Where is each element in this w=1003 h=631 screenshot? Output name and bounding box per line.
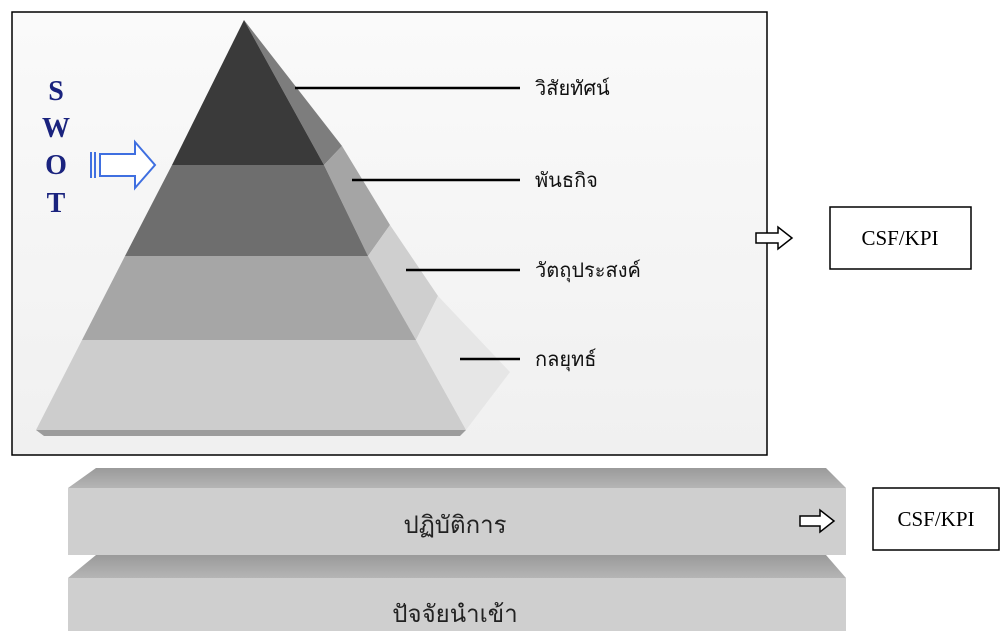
operations-bar-front — [68, 488, 846, 555]
swot-letter-t: T — [47, 188, 66, 219]
inputs-bar: ปัจจัยนำเข้า — [68, 555, 846, 631]
pyramid-level-vision-side — [244, 20, 342, 165]
csf-top-arrow-icon — [755, 225, 794, 251]
operations-bar-top — [68, 468, 846, 488]
pyramid-level-objectives-front — [82, 256, 416, 340]
csf-top-box — [829, 206, 972, 270]
label-mission: พันธกิจ — [535, 168, 598, 192]
csf-top-group: CSF/KPI — [755, 206, 972, 270]
pyramid-base-shadow — [36, 430, 466, 436]
pyramid-level-strategy-front — [36, 340, 466, 430]
swot-letter-o: O — [45, 150, 67, 181]
operations-bar: ปฏิบัติการ — [68, 468, 846, 555]
pyramid-level-mission-front — [125, 165, 368, 256]
inputs-bar-top — [68, 555, 846, 578]
csf-top-text: CSF/KPI — [861, 226, 938, 250]
pyramid — [36, 20, 510, 436]
pyramid-level-vision-front — [172, 20, 324, 165]
label-vision: วิสัยทัศน์ — [535, 76, 610, 100]
csf-operations-group: CSF/KPI — [799, 487, 1000, 551]
csf-operations-arrow-icon — [799, 508, 836, 534]
csf-operations-text: CSF/KPI — [897, 507, 974, 531]
pyramid-labels: วิสัยทัศน์ พันธกิจ วัตถุประสงค์ กลยุทธ์ — [295, 76, 641, 372]
pyramid-level-strategy-side — [416, 296, 510, 430]
swot-label: S W O T — [42, 76, 70, 219]
label-objectives: วัตถุประสงค์ — [535, 258, 641, 283]
pyramid-level-objectives-side — [368, 225, 438, 340]
inputs-label: ปัจจัยนำเข้า — [392, 600, 517, 628]
swot-arrow-icon — [90, 139, 157, 191]
swot-letter-s: S — [48, 76, 64, 107]
operations-label: ปฏิบัติการ — [403, 511, 506, 539]
swot-letter-w: W — [42, 113, 70, 144]
pyramid-level-mission-side — [324, 146, 390, 256]
inputs-bar-front — [68, 578, 846, 631]
label-strategy: กลยุทธ์ — [535, 347, 596, 372]
csf-operations-box — [872, 487, 1000, 551]
